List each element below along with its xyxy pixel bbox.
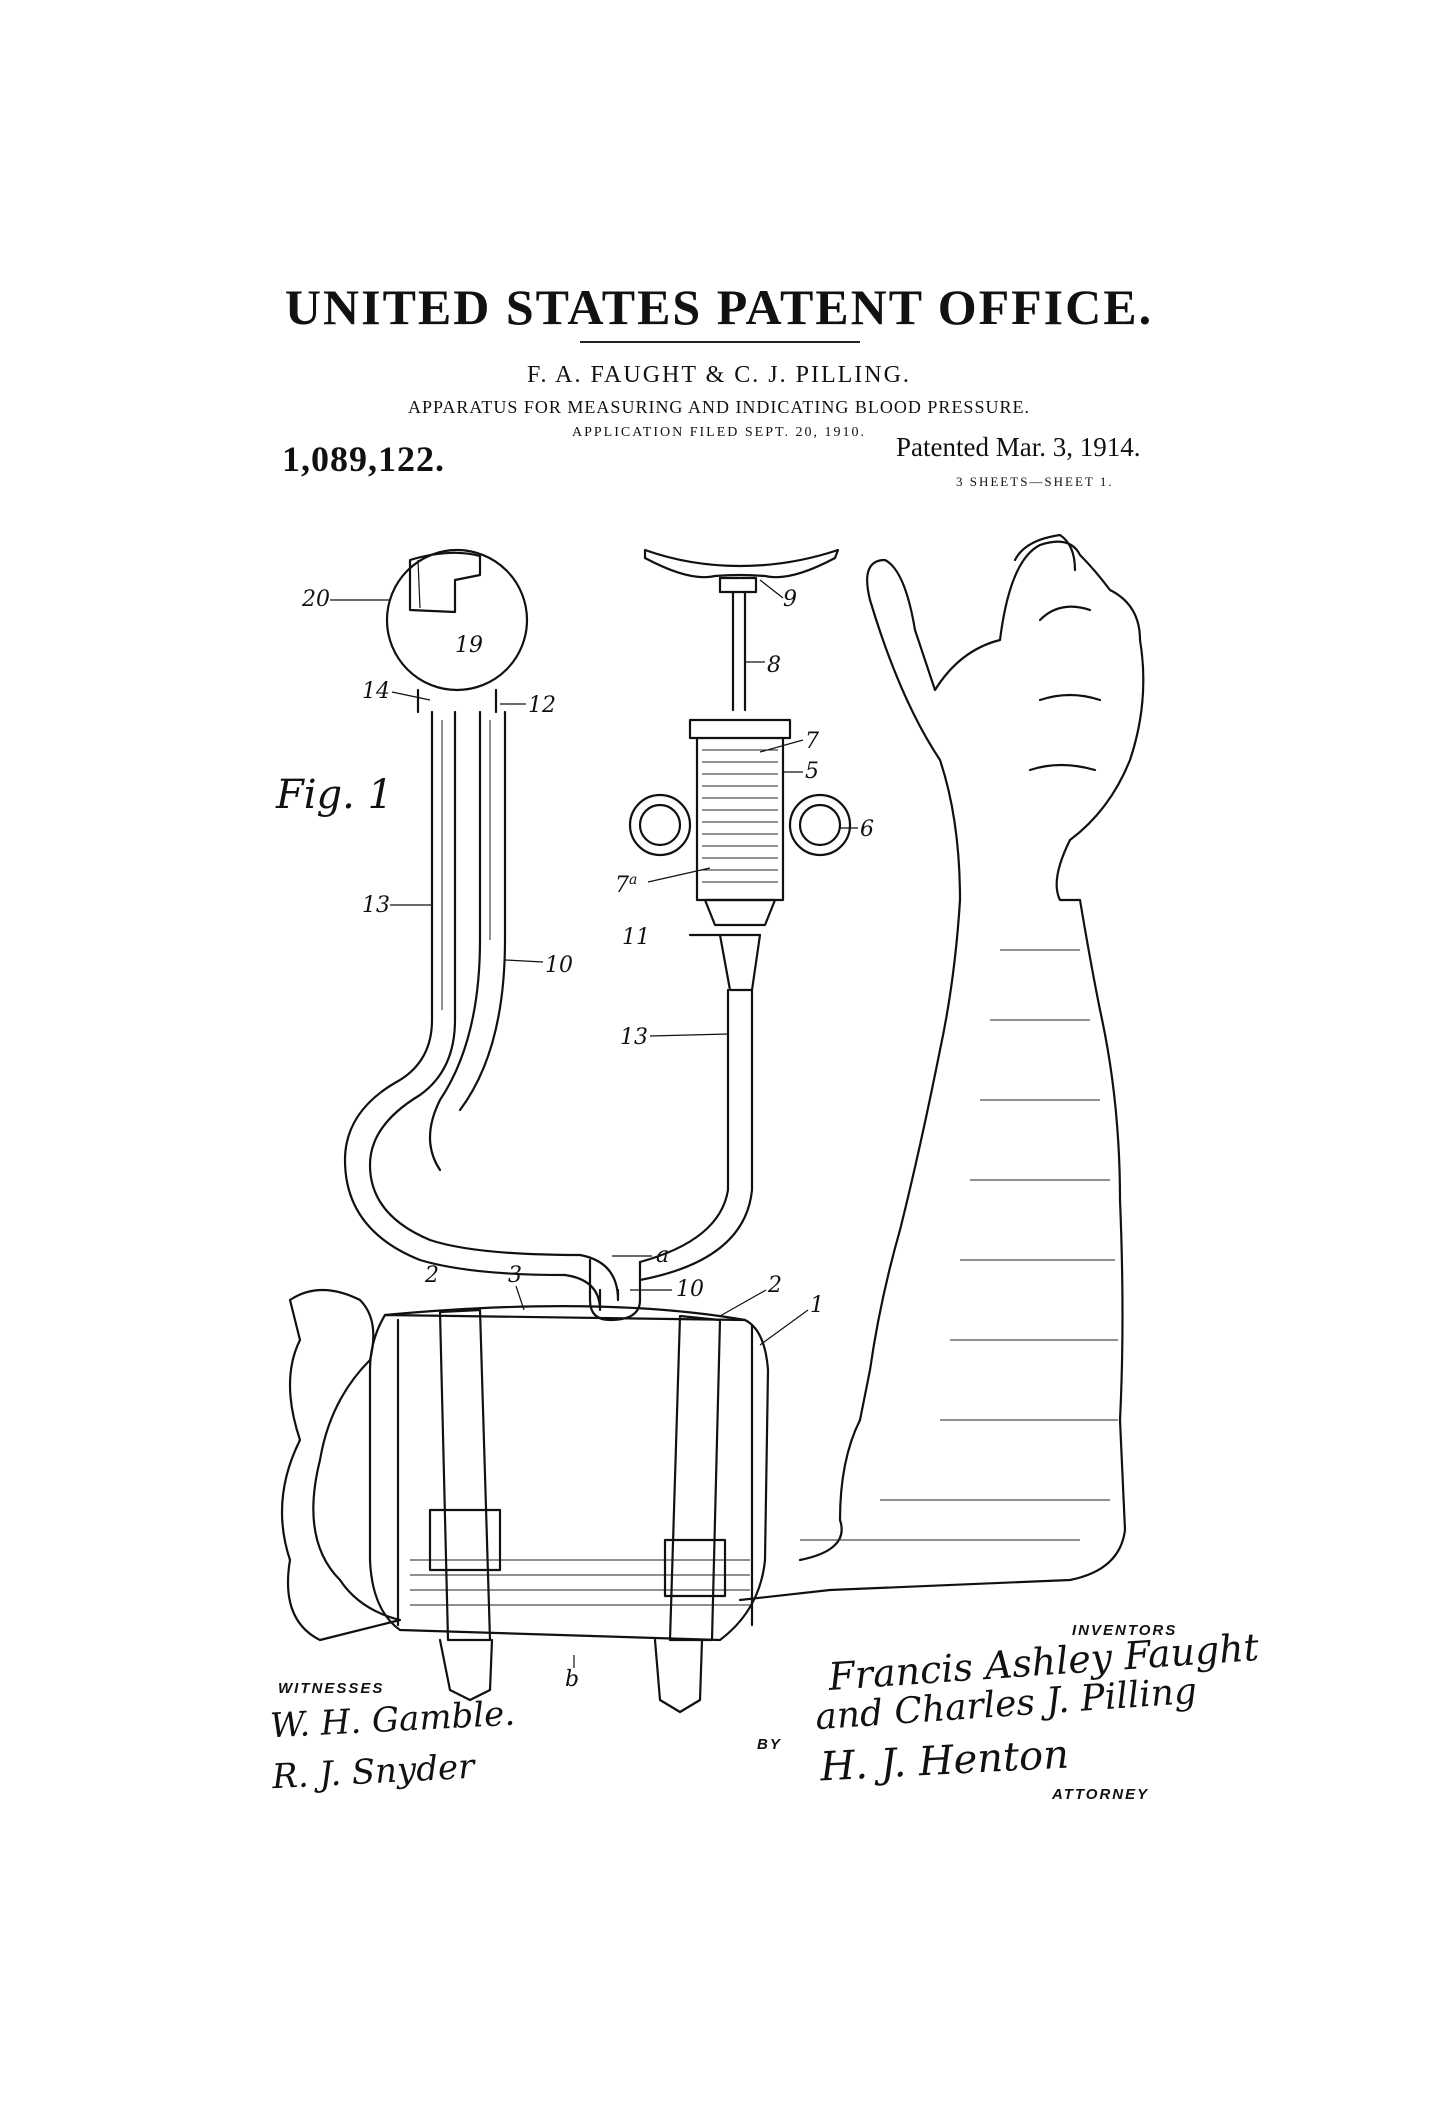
ref-20: 20 (301, 587, 330, 612)
figure-label: Fig. 1 (275, 772, 393, 818)
ref-a: a (656, 1243, 669, 1268)
pressure-gauge (387, 550, 527, 712)
ref-13-b: 13 (620, 1025, 648, 1050)
ref-b: b (565, 1667, 579, 1692)
ref-7: 7 (805, 729, 819, 754)
ref-7a: 7a (615, 872, 637, 898)
ref-3: 3 (508, 1263, 522, 1288)
ref-11: 11 (622, 925, 650, 950)
ref-5: 5 (805, 759, 819, 784)
ref-8: 8 (767, 653, 781, 678)
ref-9: 9 (783, 587, 797, 612)
arm-illustration (282, 535, 1143, 1640)
ref-12: 12 (528, 693, 556, 718)
by-label: BY (757, 1736, 782, 1753)
syringe-pump (630, 550, 850, 1280)
ref-2-b: 2 (767, 1273, 782, 1298)
ref-19: 19 (455, 633, 483, 658)
ref-10-a: 10 (545, 953, 573, 978)
ref-14: 14 (362, 679, 390, 704)
ref-6: 6 (860, 817, 874, 842)
pressure-cuff (370, 1306, 768, 1712)
witnesses-label: WITNESSES (278, 1680, 384, 1697)
reference-numerals: 20 19 14 12 13 10 9 8 7 5 6 7a 11 13 a 1… (301, 580, 874, 1692)
ref-2-a: 2 (424, 1263, 439, 1288)
ref-1: 1 (810, 1293, 824, 1318)
attorney-label: ATTORNEY (1052, 1786, 1149, 1803)
ref-13-a: 13 (362, 893, 390, 918)
ref-10-b: 10 (676, 1277, 704, 1302)
